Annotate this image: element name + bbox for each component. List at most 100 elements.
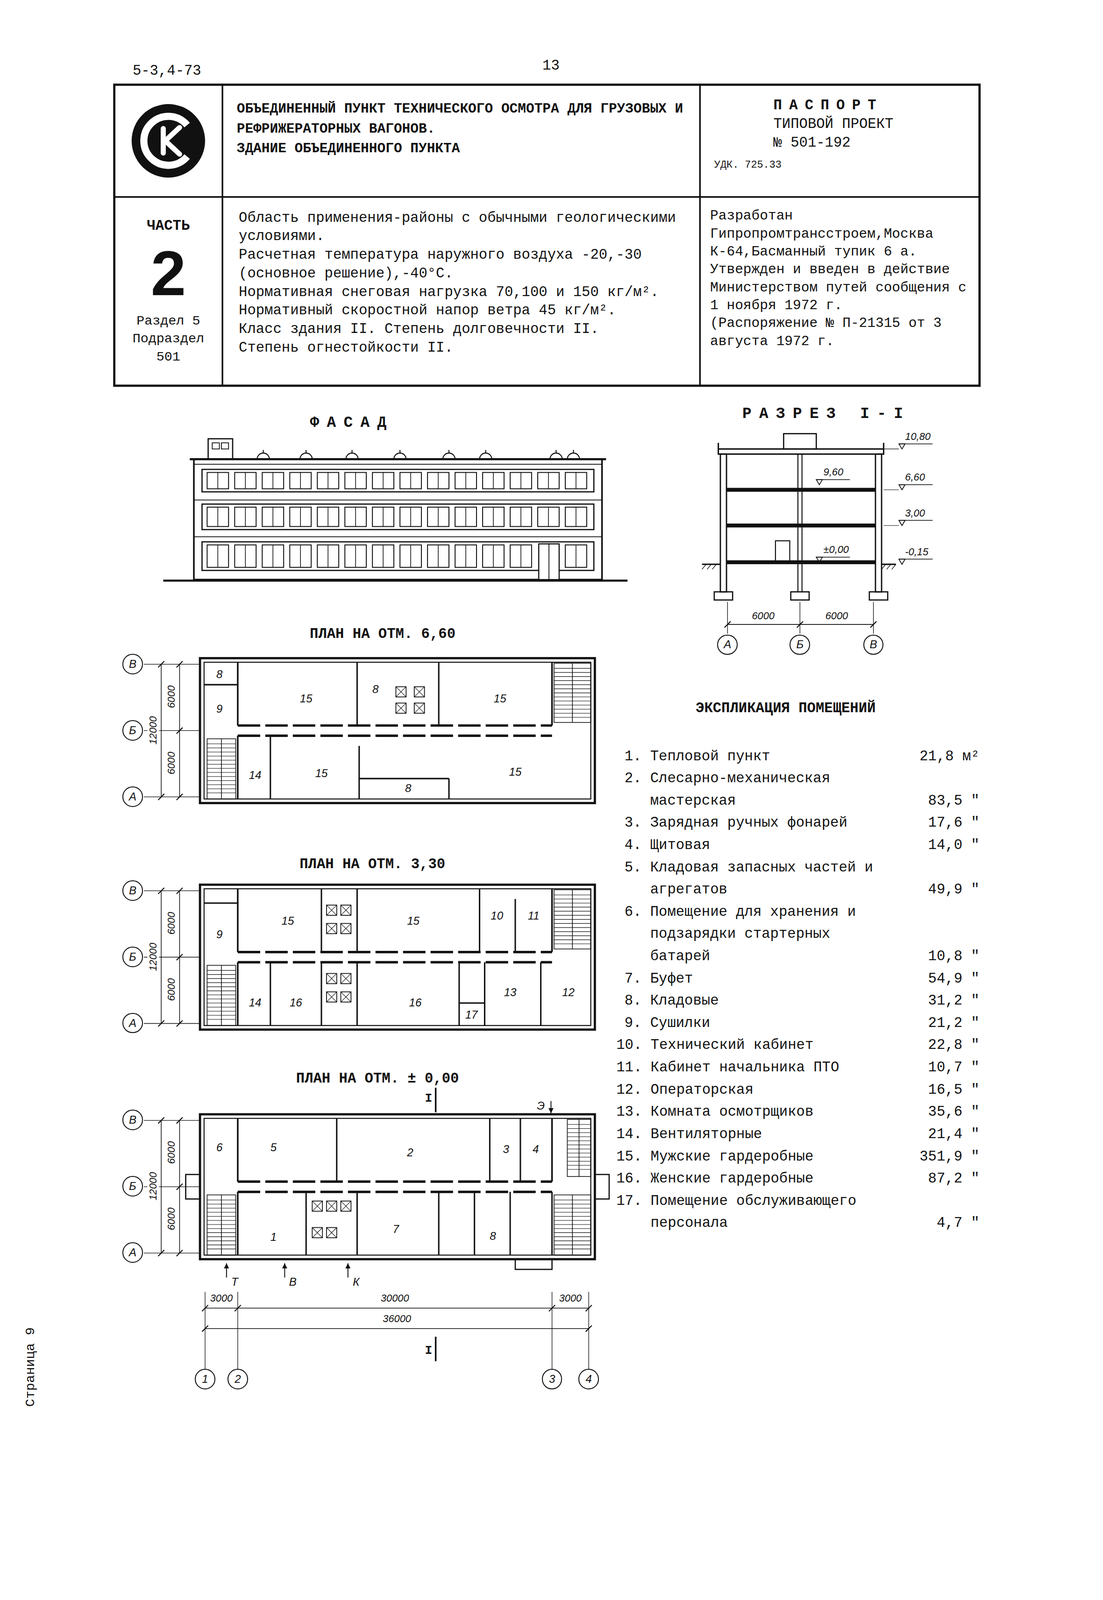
window-mullion <box>382 545 384 568</box>
axis-letter: А <box>723 639 732 651</box>
fixture-cross <box>340 905 351 916</box>
floor-slab <box>726 524 876 528</box>
partition <box>236 889 239 953</box>
fixture-cross <box>395 703 406 714</box>
axis-letter: А <box>128 1017 137 1030</box>
stair-tread <box>554 1240 591 1242</box>
section-mark <box>434 1337 437 1362</box>
axis-bubble: А <box>122 786 143 808</box>
window <box>399 507 422 527</box>
window-band <box>201 541 594 571</box>
explication-row: 10. Технический кабинет22,8 " <box>616 1034 980 1058</box>
stair-tread <box>554 1249 591 1250</box>
axis-bubble: 1 <box>194 1369 216 1390</box>
partition <box>356 1192 358 1256</box>
level-mark <box>898 443 905 449</box>
cell-text: Нормативная снеговая нагрузка 70,100 и 1… <box>238 283 690 303</box>
roof-vent <box>256 453 270 460</box>
drawing-label: ±0,00 <box>823 544 849 556</box>
dimension-tick <box>176 727 183 734</box>
room-number: 2 <box>406 1146 413 1160</box>
axis-bubble: В <box>122 654 143 675</box>
roof-vent-stem <box>399 450 401 454</box>
room-number: 7 <box>392 1223 399 1237</box>
stair-tread <box>206 764 236 765</box>
window <box>289 507 312 527</box>
drawing-title: ПЛАН НА ОТМ. 6,60 <box>309 626 456 643</box>
window <box>482 507 505 527</box>
room-name: 8. Кладовые <box>624 990 877 1013</box>
axis-bubble: В <box>122 1110 143 1131</box>
level-shelf <box>898 443 933 445</box>
stair-tread <box>554 1208 591 1209</box>
stair-tread <box>554 704 591 706</box>
level-shelf <box>816 479 850 481</box>
stair-outline <box>206 739 236 800</box>
dimension-tick <box>158 1117 165 1125</box>
axis-leader <box>143 1252 200 1254</box>
drawing-label: 6,60 <box>904 471 925 484</box>
room-number: 6 <box>216 1141 223 1155</box>
window-mullion <box>437 472 439 490</box>
room-area: 54,9 " <box>876 968 980 991</box>
dimension-label: 6000 <box>165 751 178 775</box>
penthouse-window <box>212 442 220 449</box>
stair-tread <box>554 672 591 673</box>
stair-tread <box>206 772 236 773</box>
stair-tread <box>206 1240 236 1242</box>
stair-tread <box>554 697 591 698</box>
stair-tread <box>554 898 591 900</box>
stair-tread <box>554 701 591 702</box>
dimension-label: 6000 <box>165 1208 178 1232</box>
axis-bubble: А <box>122 1242 143 1264</box>
floor-plan <box>143 884 595 1030</box>
middle-column <box>797 454 799 592</box>
room-number: 16 <box>409 996 422 1010</box>
level-leader <box>883 489 899 491</box>
room-number: 10 <box>490 909 504 923</box>
dimension-tick <box>158 1020 165 1027</box>
axis-bubble: В <box>122 880 143 902</box>
facade-outline <box>193 459 603 580</box>
window <box>317 545 339 568</box>
window-mullion <box>520 545 522 568</box>
roof-vent-stem <box>572 450 574 454</box>
stair-tread <box>206 768 236 769</box>
window-mullion <box>575 507 577 527</box>
stair-outline <box>554 1195 591 1256</box>
arrow-head <box>345 1263 351 1269</box>
roof-vent <box>479 453 492 460</box>
fixture-cross <box>312 1227 323 1239</box>
dimension-tick <box>176 1250 183 1257</box>
window-band <box>201 504 594 530</box>
arrow-head <box>223 1263 229 1269</box>
ground-hatch <box>886 564 891 570</box>
cell-text: 2 <box>117 240 220 307</box>
table-rule <box>699 84 701 386</box>
window-mullion <box>410 472 412 490</box>
fixture-cross <box>326 992 337 1003</box>
explication-row: 16. Женские гардеробные87,2 " <box>616 1168 980 1191</box>
dimension-label: 12000 <box>147 1170 159 1203</box>
drawing-label: 5-3,4-73 <box>132 63 202 80</box>
door-opening <box>775 540 790 563</box>
partition <box>204 684 238 686</box>
roof-vent-stem <box>262 450 264 454</box>
window-mullion <box>492 507 494 527</box>
axis-bubble: В <box>863 634 884 656</box>
stair-tread <box>567 1169 591 1170</box>
window-mullion <box>437 507 439 527</box>
axis-letter: Б <box>796 639 804 651</box>
stair-tread <box>206 1208 236 1209</box>
drawing-title: I <box>424 1091 433 1106</box>
wall-inner-face <box>204 1118 591 1256</box>
explication-row: 9. Сушилки21,2 " <box>616 1012 980 1036</box>
window <box>289 545 312 568</box>
stair-tread <box>206 1216 236 1217</box>
floor-plan <box>143 1088 610 1370</box>
stair-tread <box>554 668 591 669</box>
facade-drawing <box>163 439 628 582</box>
window <box>262 472 284 490</box>
level-mark <box>816 479 823 485</box>
stair-tread <box>567 1132 591 1134</box>
